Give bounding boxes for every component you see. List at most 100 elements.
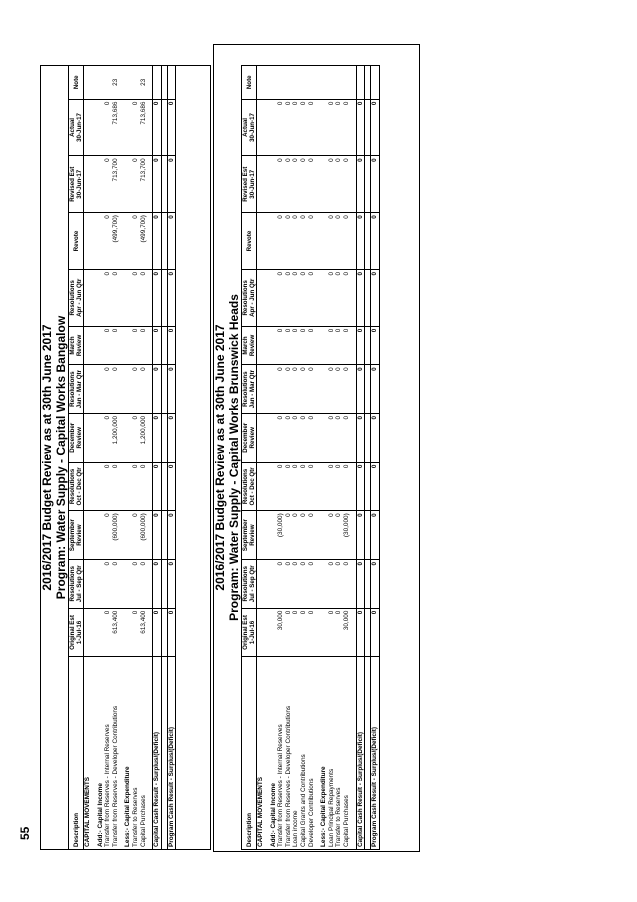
- table-cell: 0: [277, 559, 285, 609]
- table-cell: 0: [292, 559, 300, 609]
- table-cell: [320, 462, 328, 511]
- table-cell: 0: [327, 413, 336, 463]
- table-cell: 0: [335, 326, 343, 365]
- table-cell: [256, 510, 265, 560]
- table-row: Add:- Capital Income: [269, 65, 278, 850]
- table-cell: 0: [342, 155, 351, 213]
- table-cell: [320, 413, 328, 463]
- table-cell: 23: [111, 65, 120, 100]
- table-cell: 0: [104, 413, 112, 463]
- table-cell: 0: [152, 212, 162, 270]
- row-label: Capital Purchases: [342, 656, 351, 850]
- table-cell: 0: [342, 212, 351, 270]
- table-cell: 0: [335, 99, 343, 156]
- row-label: Capital Cash Result - Surplus/(Deficit): [356, 656, 365, 850]
- table-cell: [256, 99, 265, 156]
- table-cell: [124, 413, 132, 463]
- row-label: Capital Purchases: [139, 656, 148, 850]
- row-label: Transfer from Reserves - Internal Reserv…: [104, 656, 112, 850]
- table-cell: [256, 212, 265, 270]
- table-cell: [96, 462, 105, 511]
- table-cell: 0: [167, 462, 176, 511]
- table-cell: [83, 155, 92, 213]
- table-cell: 0: [335, 413, 343, 463]
- row-label: Transfer to Reserves: [131, 656, 140, 850]
- table-cell: [269, 559, 278, 609]
- table-cell: 0: [284, 326, 293, 365]
- table-cell: 0: [104, 510, 112, 560]
- table-cell: (600,000): [111, 510, 120, 560]
- table-cell: 0: [327, 510, 336, 560]
- table-cell: [269, 364, 278, 414]
- table-cell: 0: [104, 326, 112, 365]
- table-cell: 0: [277, 269, 285, 327]
- table-cell: 0: [284, 608, 293, 657]
- table-cell: [256, 326, 265, 365]
- table-cell: 0: [277, 462, 285, 511]
- table-cell: [320, 510, 328, 560]
- table-cell: 0: [299, 462, 308, 511]
- table-cell: 0: [167, 413, 176, 463]
- table-cell: 0: [292, 212, 300, 270]
- table-row: Add:- Capital Income: [96, 65, 105, 850]
- table-cell: [320, 212, 328, 270]
- table-cell: [320, 559, 328, 609]
- table-cell: 0: [139, 462, 148, 511]
- table-cell: 0: [152, 510, 162, 560]
- table-cell: (600,000): [139, 510, 148, 560]
- table-cell: 613,400: [111, 608, 120, 657]
- table-cell: 0: [152, 99, 162, 156]
- table-cell: 0: [342, 462, 351, 511]
- row-label: Transfer to Reserves: [335, 656, 343, 850]
- table-row: Less:- Capital Expenditure: [320, 65, 328, 850]
- table-cell: 0: [292, 269, 300, 327]
- section-frame-bangalow: [40, 65, 211, 850]
- row-label: Capital Grants and Contributions: [299, 656, 308, 850]
- table-row: Transfer from Reserves - Internal Reserv…: [277, 65, 285, 850]
- table-cell: 30,000: [342, 608, 351, 657]
- table-cell: [256, 155, 265, 213]
- table-cell: [335, 65, 343, 100]
- table-cell: [124, 155, 132, 213]
- table-cell: [320, 99, 328, 156]
- table-cell: 0: [356, 413, 365, 463]
- table-cell: 0: [370, 364, 380, 414]
- table-cell: 0: [356, 99, 365, 156]
- table-cell: [269, 608, 278, 657]
- column-header: Description: [241, 656, 257, 850]
- table-cell: [320, 326, 328, 365]
- table-cell: [124, 326, 132, 365]
- table-cell: [256, 608, 265, 657]
- table-cell: 0: [139, 326, 148, 365]
- table-cell: 0: [167, 559, 176, 609]
- table-cell: 0: [152, 269, 162, 327]
- table-cell: [269, 510, 278, 560]
- table-row: Transfer from Reserves - Developer Contr…: [284, 65, 293, 850]
- table-cell: 0: [152, 608, 162, 657]
- table-cell: 0: [342, 99, 351, 156]
- table-cell: [152, 65, 162, 100]
- table-cell: 0: [327, 269, 336, 327]
- table-cell: 0: [277, 364, 285, 414]
- table-cell: 0: [131, 510, 140, 560]
- table-cell: 0: [370, 462, 380, 511]
- table-cell: 0: [284, 462, 293, 511]
- table-cell: 0: [299, 212, 308, 270]
- table-cell: [83, 510, 92, 560]
- table-cell: 0: [292, 326, 300, 365]
- table-cell: [83, 269, 92, 327]
- table-cell: (499,700): [111, 212, 120, 270]
- table-cell: [96, 559, 105, 609]
- section-brunswick-heads: 2016/2017 Budget Review as at 30th June …: [213, 65, 380, 850]
- table-cell: 0: [299, 155, 308, 213]
